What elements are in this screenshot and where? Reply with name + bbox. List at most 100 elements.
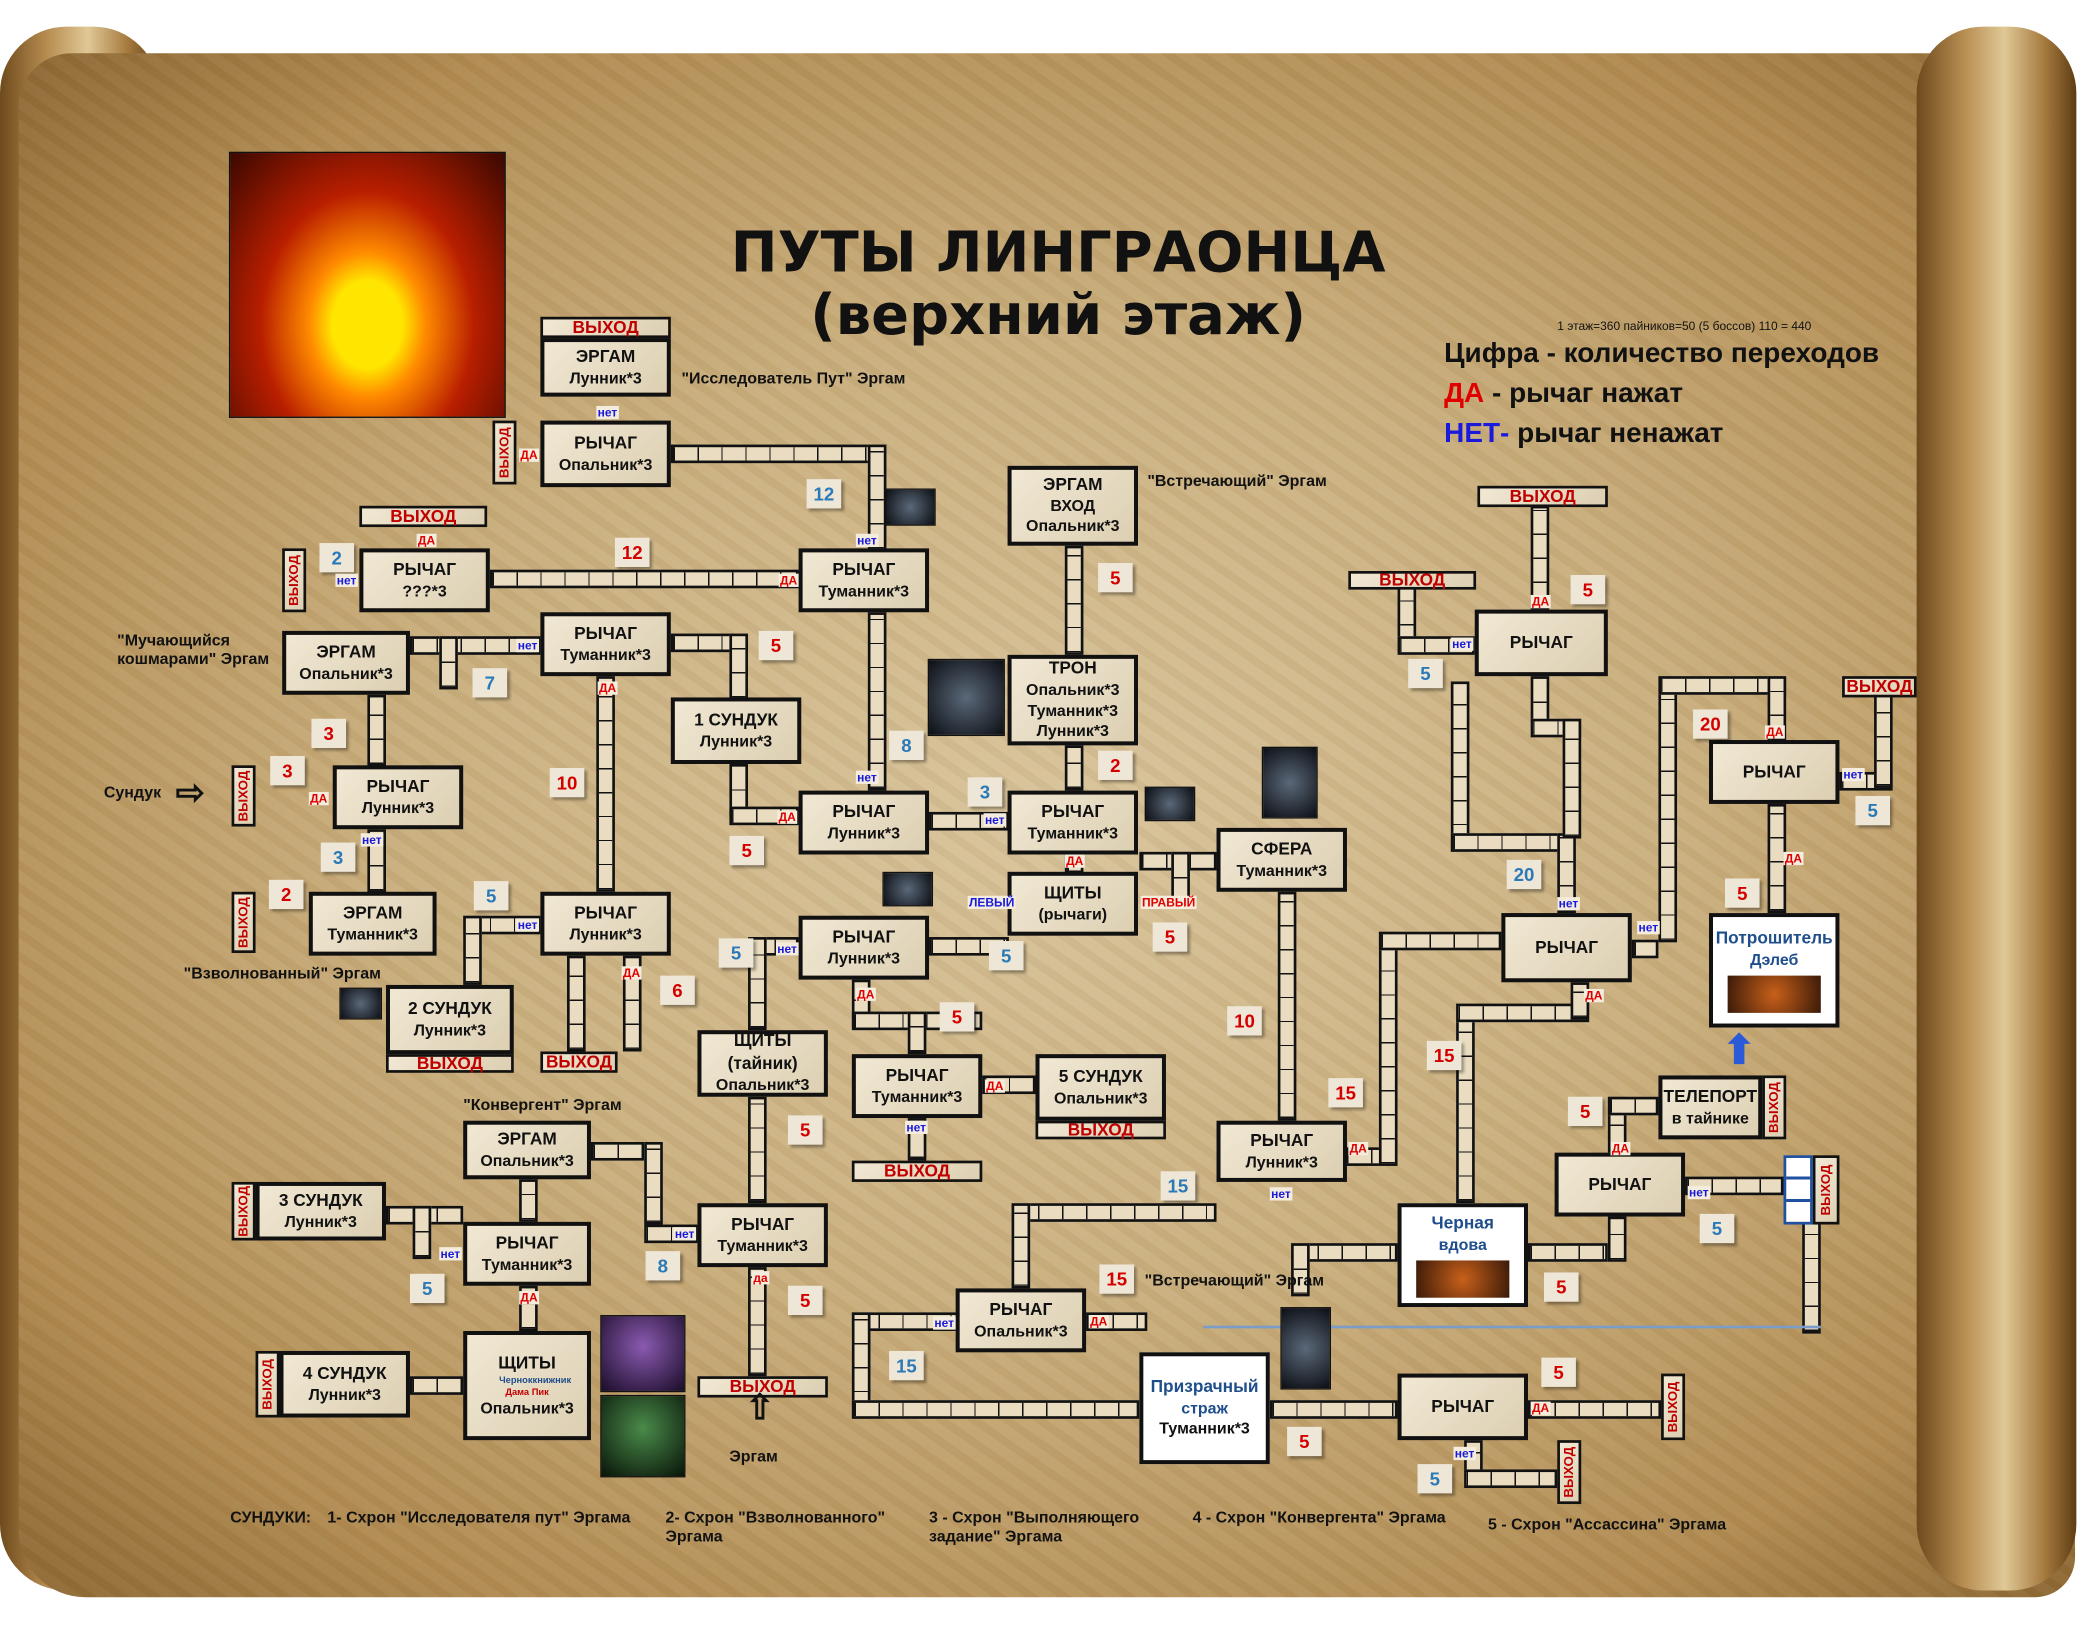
legend-yes-text: - рычаг нажат <box>1484 378 1684 409</box>
room-line: РЫЧАГ <box>832 926 896 947</box>
room-line: Туманник*3 <box>327 924 418 944</box>
room-line: ЭРГАМ <box>497 1128 557 1149</box>
exit-room[interactable]: ВЫХОД <box>1812 1155 1840 1225</box>
room-line: Опальник*3 <box>715 1075 810 1095</box>
exit-room[interactable]: ВЫХОД <box>255 1350 280 1418</box>
corridor <box>851 1312 959 1331</box>
corridor <box>851 1400 1140 1419</box>
chest-caption-5: 5 - Схрон "Ассассина" Эргама <box>1488 1514 1727 1534</box>
legend-digit: Цифра - количество переходов <box>1444 338 1880 369</box>
corridor <box>1464 1469 1558 1489</box>
teleport-cells[interactable] <box>1783 1155 1813 1225</box>
exit-room[interactable]: ВЫХОД <box>231 891 256 953</box>
room-line: Опальник*3 <box>974 1321 1068 1340</box>
corridor <box>729 633 749 701</box>
room-line: РЫЧАГ <box>495 1232 559 1253</box>
corridor <box>1527 1243 1608 1262</box>
exit-label: ВЫХОД <box>1818 1164 1834 1216</box>
room-line: ЭРГАМ <box>575 345 636 366</box>
transition-count-badge: 10 <box>549 767 585 798</box>
room-line: ЩИТЫ <box>1043 882 1102 903</box>
room-line: РЫЧАГ <box>1250 1129 1314 1150</box>
location-thumbnail-image <box>1261 746 1318 819</box>
exit-room[interactable]: ВЫХОД <box>851 1160 983 1182</box>
exit-room[interactable]: ВЫХОД <box>1762 1075 1787 1140</box>
corridor <box>412 1205 432 1260</box>
chest-caption-2: 2- Схрон "Взволнованного" Эргама <box>665 1508 886 1546</box>
room-line: РЫЧАГ <box>1742 760 1806 781</box>
room-line: 1 СУНДУК <box>694 709 778 730</box>
exit-room[interactable]: ВЫХОД <box>1842 675 1917 698</box>
corridor <box>596 676 615 892</box>
lever-no-tag: нет <box>673 1227 696 1241</box>
corridor <box>748 1267 767 1377</box>
location-thumbnail-image <box>927 658 1005 737</box>
exit-room[interactable]: ВЫХОД <box>385 1052 514 1073</box>
corridor <box>867 612 887 791</box>
exit-room[interactable]: ВЫХОД <box>282 548 307 613</box>
ergam-label: "Встречающий" Эргам <box>1147 471 1327 490</box>
lever-yes-tag: ДА <box>855 987 876 1001</box>
lever-yes-tag: ДА <box>1088 1315 1109 1329</box>
corridor <box>1397 585 1417 653</box>
transition-count-badge: 5 <box>1541 1357 1576 1387</box>
shields-room: ЩИТЫ (тайник)Опальник*3 <box>697 1030 828 1097</box>
exit-room[interactable]: ВЫХОД <box>1477 485 1608 508</box>
lever-yes-tag: ДА <box>1764 725 1785 739</box>
legend-yes: ДА - рычаг нажат <box>1444 378 1683 410</box>
exit-room[interactable]: ВЫХОД <box>540 1051 618 1073</box>
lever-yes-tag: ДА <box>1783 851 1804 866</box>
room-line: Дама Пик <box>505 1387 549 1398</box>
lever-yes-tag: ДА <box>1610 1141 1631 1156</box>
room-line: Туманник*3 <box>1159 1419 1250 1439</box>
room-line: Опальник*3 <box>1053 1088 1148 1107</box>
exit-label: ВЫХОД <box>260 1358 275 1410</box>
exit-room[interactable]: ВЫХОД <box>697 1376 828 1398</box>
transition-count-badge: 15 <box>1426 1040 1462 1071</box>
transition-count-badge: 5 <box>1543 1272 1579 1302</box>
exit-room[interactable]: ВЫХОД <box>1348 569 1477 590</box>
room-line: ТЕЛЕПОРТ <box>1663 1085 1758 1106</box>
room-line: 5 СУНДУК <box>1058 1065 1143 1086</box>
lever-yes-tag: ДА <box>1348 1141 1369 1156</box>
exit-room[interactable]: ВЫХОД <box>540 316 671 339</box>
corridor <box>1171 851 1190 906</box>
exit-label: ВЫХОД <box>1509 485 1576 506</box>
corridor <box>929 937 1009 956</box>
exit-room[interactable]: ВЫХОД <box>1557 1440 1582 1505</box>
room-line: Опальник*3 <box>299 663 393 683</box>
exit-room[interactable]: ВЫХОД <box>1661 1373 1686 1441</box>
exit-room[interactable]: ВЫХОД <box>492 420 517 485</box>
corridor <box>519 1179 538 1222</box>
exit-label: ВЫХОД <box>236 896 251 948</box>
room-line: Туманник*3 <box>481 1254 573 1274</box>
room-line: Лунник*3 <box>699 731 773 751</box>
room-line: вдова <box>1438 1235 1487 1254</box>
exit-room[interactable]: ВЫХОД <box>1035 1119 1166 1140</box>
room-line: Туманник*3 <box>871 1086 963 1106</box>
transition-count-badge: 3 <box>270 756 305 786</box>
exit-room[interactable]: ВЫХОД <box>231 765 256 827</box>
exit-label: ВЫХОД <box>1846 675 1913 696</box>
exit-room[interactable]: ВЫХОД <box>359 505 488 528</box>
page-title: ПУТЫ ЛИНГРАОНЦА <box>730 219 1386 285</box>
transition-count-badge: 5 <box>939 1002 975 1032</box>
room-line: Лунник*3 <box>827 823 900 843</box>
transition-count-badge: 5 <box>729 835 764 866</box>
room-line: ЭРГАМ <box>342 902 403 923</box>
room-line: Черная <box>1431 1212 1495 1233</box>
black-widow-room: Черная вдова <box>1397 1203 1528 1308</box>
lever-no-tag: нет <box>596 405 619 420</box>
room-line: Лунник*3 <box>413 1020 487 1040</box>
exit-room[interactable]: ВЫХОД <box>231 1181 256 1241</box>
